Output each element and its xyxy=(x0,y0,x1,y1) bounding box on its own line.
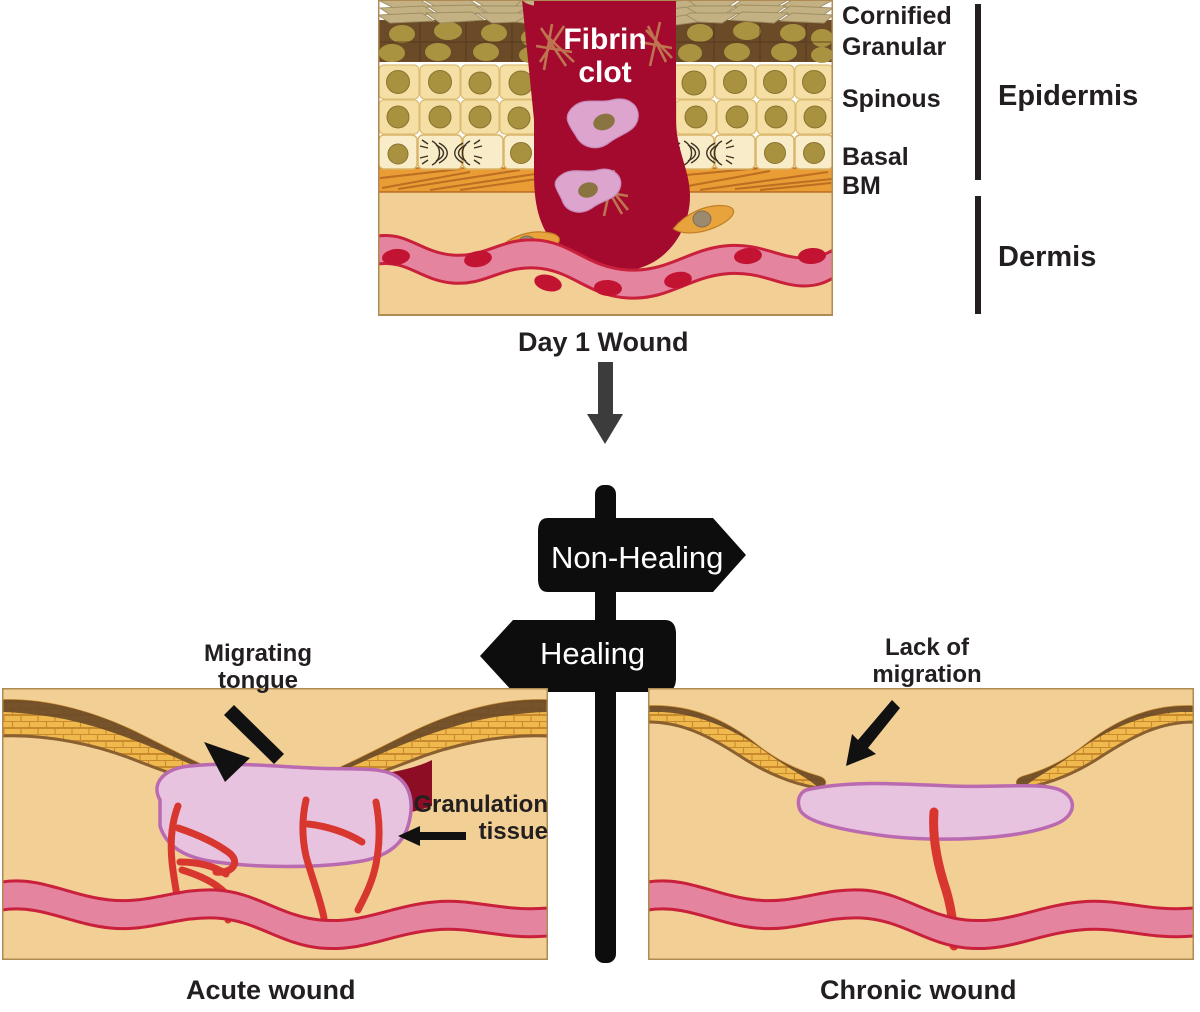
signpost-pole xyxy=(595,485,616,963)
spinous-upper-right xyxy=(649,64,833,102)
callout-lack-of-migration: Lack of migration xyxy=(872,634,982,688)
immune-cell-upper xyxy=(566,98,639,149)
mitotic-figure-left xyxy=(419,139,483,166)
acute-blood-vessel xyxy=(2,879,548,951)
label-fibrin-clot: Fibrin clot xyxy=(563,23,647,89)
top-panel-day1-wound xyxy=(378,0,833,316)
label-basal: Basal xyxy=(842,143,909,171)
basement-membrane-layer xyxy=(378,166,833,193)
acute-callout-arrows xyxy=(204,705,466,846)
spinous-layer-right xyxy=(650,99,833,136)
cornified-layer xyxy=(378,0,833,27)
chronic-blood-vessel xyxy=(648,879,1194,951)
callout-migrating-tongue: Migrating tongue xyxy=(204,640,312,694)
flow-arrow-down xyxy=(587,362,623,444)
immune-cell-lower xyxy=(554,168,622,213)
callout-granulation-tissue: Granulation tissue xyxy=(413,791,548,845)
red-blood-cells xyxy=(382,247,826,297)
label-dermis: Dermis xyxy=(998,241,1097,273)
label-epidermis: Epidermis xyxy=(998,80,1139,112)
acute-granulation-tissue xyxy=(155,762,413,869)
chronic-callout-arrow xyxy=(846,700,900,766)
chronic-wound-panel xyxy=(648,688,1194,960)
label-cornified: Cornified xyxy=(842,2,952,30)
chronic-epidermis-left xyxy=(648,705,827,790)
caption-chronic-wound: Chronic wound xyxy=(820,975,1017,1005)
acute-wound-panel xyxy=(2,688,548,960)
signpost-label-healing[interactable]: Healing xyxy=(540,636,646,671)
signpost-non-healing-board xyxy=(538,518,746,592)
blood-vessel-top-panel xyxy=(378,233,833,300)
granulation-arrow xyxy=(398,826,466,846)
fibrin-clot xyxy=(522,0,690,272)
fibroblast-right xyxy=(672,204,735,234)
spinous-upper-left xyxy=(378,64,565,102)
signpost-group xyxy=(480,485,746,963)
label-spinous: Spinous xyxy=(842,85,941,113)
caption-acute-wound: Acute wound xyxy=(186,975,356,1005)
label-bm: BM xyxy=(842,172,881,200)
title-day1-wound: Day 1 Wound xyxy=(518,327,689,357)
label-granular: Granular xyxy=(842,33,947,61)
basal-layer-left xyxy=(378,134,557,170)
signpost-healing-board xyxy=(480,620,676,692)
signpost-label-non-healing[interactable]: Non-Healing xyxy=(551,540,724,575)
